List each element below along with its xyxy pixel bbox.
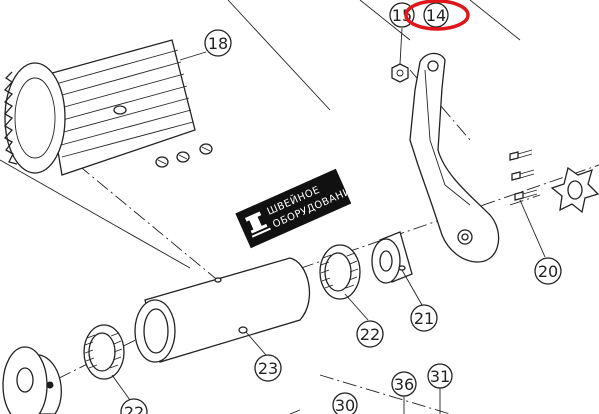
needle-bearing-part-22-lower	[83, 324, 125, 380]
svg-text:30: 30	[335, 396, 355, 414]
nut-part-15	[391, 63, 409, 83]
callout-22-lower: 22	[120, 398, 148, 414]
callout-20: 20	[534, 257, 562, 285]
bushing-part-21	[371, 231, 413, 284]
svg-text:22: 22	[360, 325, 380, 344]
svg-text:22: 22	[124, 403, 144, 414]
screws-part-20	[509, 149, 538, 201]
tube-part-23	[134, 257, 311, 363]
callout-18: 18	[204, 29, 232, 57]
callout-22-upper: 22	[356, 320, 384, 348]
svg-text:36: 36	[394, 375, 414, 394]
sewing-machine-icon	[244, 211, 271, 238]
lower-leader-lines	[289, 388, 441, 414]
leader-lines	[111, 27, 546, 401]
svg-text:18: 18	[208, 34, 228, 53]
callout-23: 23	[254, 354, 282, 382]
callout-14: 14	[423, 2, 449, 28]
star-knob	[550, 166, 599, 214]
watermark-badge: ШВЕЙНОЕ ОБОРУДОВАНИЕ	[235, 168, 359, 249]
callout-30: 30	[332, 392, 358, 414]
gear-shaft-part-18	[3, 39, 196, 176]
detail-view-border	[0, 0, 521, 269]
svg-text:31: 31	[430, 367, 450, 386]
needle-bearing-part-22-upper	[319, 244, 361, 300]
callout-36: 36	[391, 371, 417, 397]
lever-part-14	[409, 52, 500, 263]
callout-21: 21	[410, 304, 438, 332]
watermark-background	[235, 168, 352, 249]
callout-31: 31	[427, 363, 453, 389]
highlight-ring-14	[404, 0, 470, 31]
svg-text:14: 14	[426, 6, 446, 25]
svg-text:23: 23	[258, 359, 278, 378]
screws-part-18	[155, 143, 213, 168]
svg-text:20: 20	[538, 262, 558, 281]
svg-text:21: 21	[414, 309, 434, 328]
flange-part	[2, 346, 62, 414]
